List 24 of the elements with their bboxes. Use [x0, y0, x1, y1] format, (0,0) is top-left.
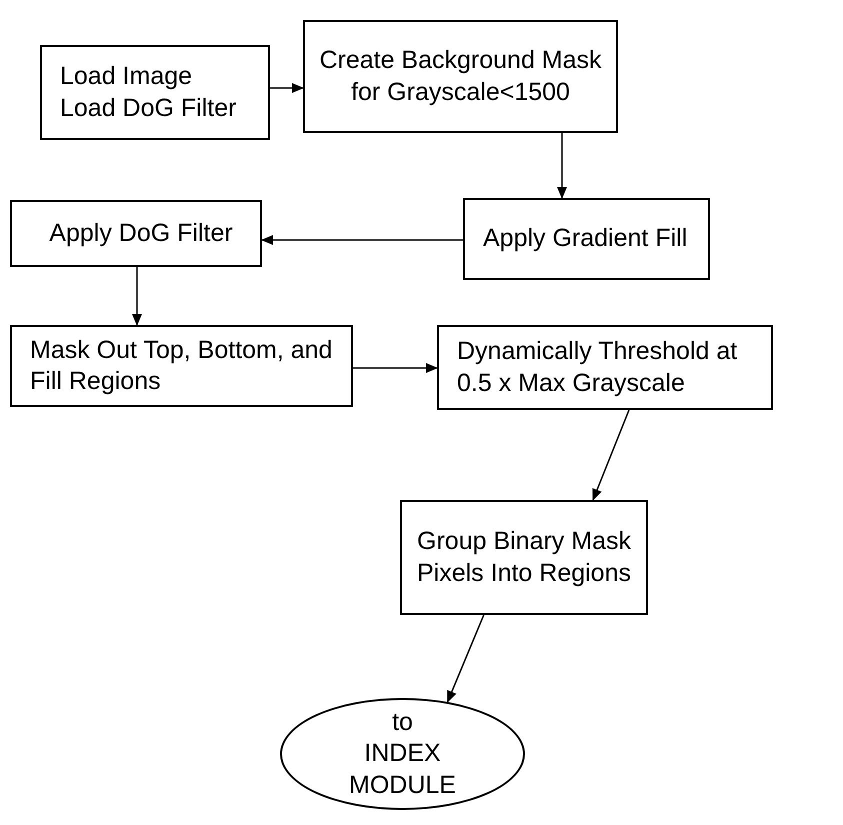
- node-text: Dynamically Threshold at 0.5 x Max Grayscale: [457, 336, 738, 398]
- process-box: [437, 325, 773, 410]
- arrow: [261, 235, 463, 245]
- node-text: Load Image: [60, 61, 192, 92]
- node-text: to: [392, 707, 413, 738]
- arrow: [557, 133, 567, 199]
- process-box: [40, 45, 270, 140]
- node-text: Group Binary Mask Pixels Into Regions: [416, 526, 632, 588]
- process-box: [463, 198, 710, 280]
- node-text: Apply Gradient Fill: [483, 223, 688, 254]
- arrow: [353, 363, 438, 373]
- node-text: Load DoG Filter: [60, 92, 236, 124]
- node-text: Create Background Mask for Grayscale<1500: [318, 45, 603, 108]
- node-text: INDEX MODULE: [348, 738, 457, 801]
- node-text: Mask Out Top, Bottom, and Fill Regions: [30, 334, 334, 397]
- process-box: [10, 325, 353, 407]
- arrow: [592, 410, 630, 501]
- process-box: [10, 200, 262, 267]
- node-text: Apply DoG Filter: [49, 218, 233, 249]
- process-box: [400, 500, 648, 615]
- arrow: [446, 614, 484, 703]
- arrow: [270, 83, 304, 93]
- process-box: [303, 20, 618, 133]
- arrow: [132, 267, 142, 326]
